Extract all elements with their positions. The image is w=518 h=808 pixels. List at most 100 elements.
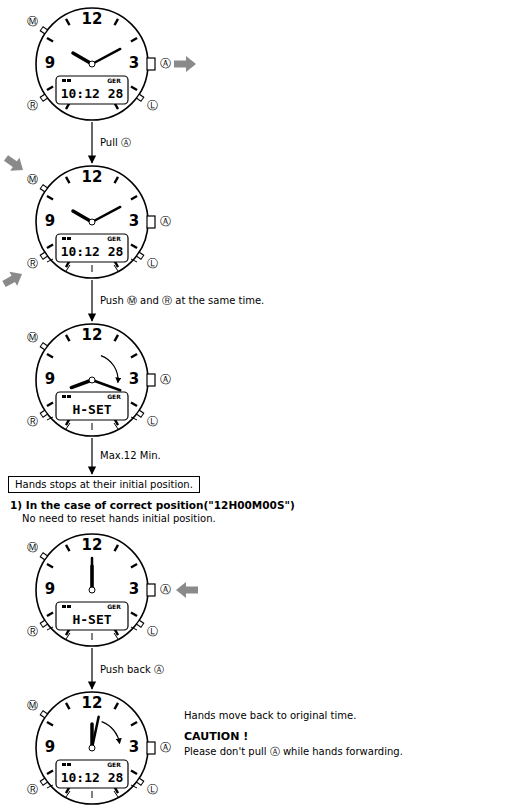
hour-tick [131, 38, 137, 42]
step-arrow [91, 122, 92, 163]
pusher [138, 780, 143, 783]
hour-tick [115, 335, 119, 341]
watch-case [36, 692, 148, 804]
lcd-mark [67, 763, 71, 766]
watch-face [36, 534, 155, 646]
lcd-indicator: GER [107, 604, 121, 611]
blink-mark [66, 633, 70, 639]
blink-mark [131, 627, 137, 630]
blink-mark [66, 423, 70, 429]
watch-hand [92, 49, 120, 64]
blink-mark [66, 791, 70, 797]
lcd-window [56, 76, 128, 104]
blink-mark [131, 417, 137, 420]
pusher [41, 712, 46, 715]
step-instruction: Push Ⓜ and Ⓡ at the same time. [100, 295, 264, 307]
hour-tick [47, 196, 53, 200]
watch-hand [91, 558, 94, 590]
blink-mark [92, 265, 93, 272]
button-label: Ⓡ [27, 626, 38, 639]
lcd-indicator: GER [107, 236, 121, 243]
dial-numeral: 9 [45, 581, 55, 598]
hour-tick [115, 19, 119, 25]
hour-tick [47, 245, 53, 249]
hour-tick [131, 87, 137, 91]
watch-case [36, 166, 148, 278]
dial-numeral: 3 [129, 55, 139, 72]
hour-tick [115, 545, 119, 551]
hour-tick [131, 564, 137, 568]
watch-face [36, 166, 155, 278]
hour-tick [115, 177, 119, 183]
caution-text: Please don't pull Ⓐ while hands forwardi… [184, 746, 403, 758]
watch-case [36, 324, 148, 436]
hour-tick [47, 38, 53, 42]
button-label: Ⓡ [27, 100, 38, 113]
lcd-mark [62, 763, 66, 766]
push-pull-arrow [176, 582, 198, 598]
button-label: Ⓜ [27, 16, 38, 29]
hour-tick [131, 613, 137, 617]
button-label: Ⓡ [27, 258, 38, 271]
button-label: Ⓛ [147, 626, 158, 639]
pusher [138, 622, 143, 625]
lcd-mark [62, 237, 66, 240]
button-label: Ⓛ [147, 100, 158, 113]
crown [147, 216, 155, 228]
dial-numeral: 12 [82, 537, 103, 554]
crown [147, 742, 155, 754]
lcd-readout: H-SET [72, 613, 111, 628]
hour-tick [66, 703, 70, 709]
note-box: Hands stops at their initial position. [8, 476, 200, 493]
hand-pivot [89, 61, 95, 67]
crown-label: Ⓐ [160, 374, 171, 387]
pusher [42, 254, 46, 257]
dial-numeral: 12 [82, 695, 103, 712]
watch-face [36, 324, 155, 436]
result-note: Hands move back to original time. [184, 710, 356, 722]
pusher [42, 713, 46, 716]
hour-tick [47, 771, 53, 775]
lcd-mark [67, 395, 71, 398]
watch-hand [92, 207, 120, 222]
box-text: Hands stops at their initial position. [15, 478, 193, 491]
step-arrow [91, 438, 92, 474]
watch-case [36, 534, 148, 646]
watch-face [36, 8, 155, 120]
dial-numeral: 9 [45, 55, 55, 72]
lcd-mark [67, 79, 71, 82]
lcd-readout: 10:12 28 [61, 771, 124, 786]
hour-tick [47, 564, 53, 568]
pusher [138, 412, 143, 415]
crown-label: Ⓐ [160, 58, 171, 71]
crown [147, 374, 155, 386]
hour-tick [131, 245, 137, 249]
dial-numeral: 12 [82, 11, 103, 28]
pusher [138, 412, 142, 415]
pusher [42, 555, 46, 558]
hour-tick [66, 19, 70, 25]
dial-numeral: 9 [45, 213, 55, 230]
pusher [42, 780, 46, 783]
lcd-indicator: GER [107, 78, 121, 85]
case-note: No need to reset hands initial position. [22, 513, 216, 525]
pusher [41, 412, 46, 415]
hand-pivot [89, 219, 95, 225]
hour-tick [47, 613, 53, 617]
dial-numeral: 3 [129, 213, 139, 230]
lcd-readout: 10:12 28 [61, 245, 124, 260]
blink-mark [47, 627, 53, 630]
push-pull-arrow [2, 272, 22, 287]
step-instruction: Push back Ⓐ [100, 664, 164, 676]
pusher [138, 254, 143, 257]
pusher [41, 186, 46, 189]
dial-numeral: 12 [82, 327, 103, 344]
watch-hand [92, 717, 99, 748]
pusher [42, 345, 46, 348]
hour-tick [66, 177, 70, 183]
lcd-indicator: GER [107, 394, 121, 401]
push-pull-arrow [174, 56, 196, 72]
hour-tick [131, 196, 137, 200]
pusher [41, 344, 46, 347]
